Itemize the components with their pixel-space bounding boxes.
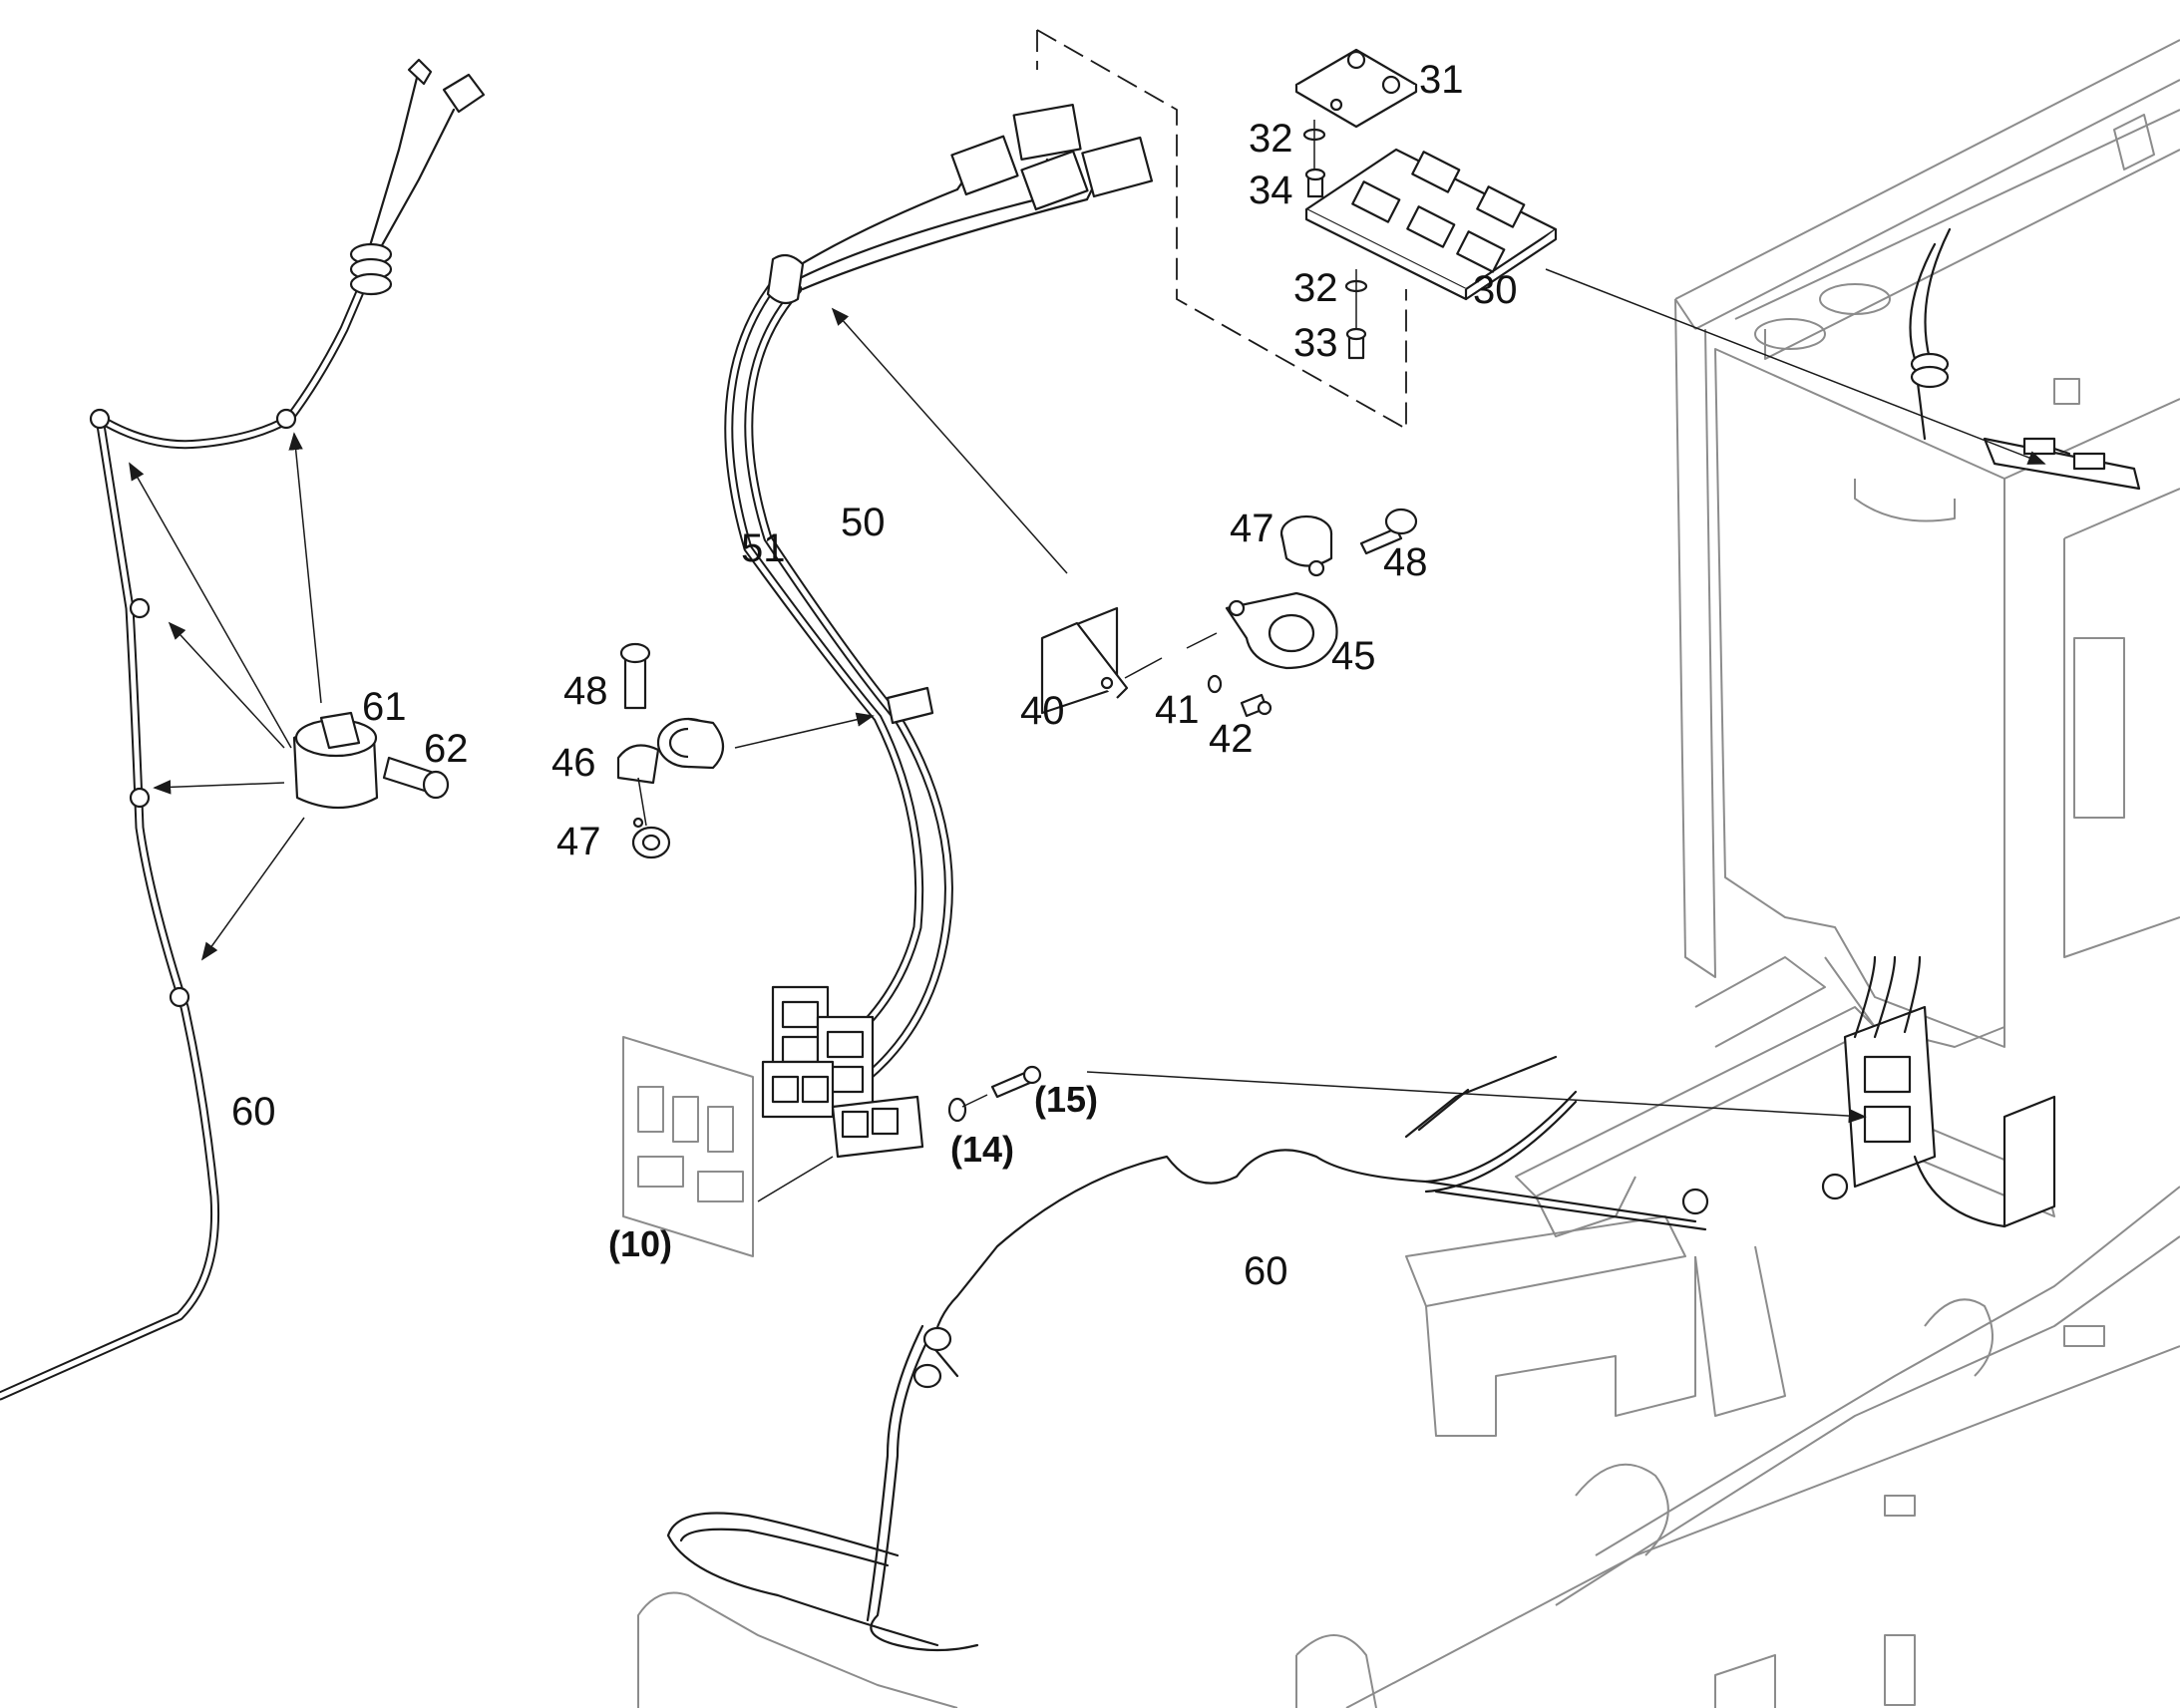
callout-40: 40 (1020, 689, 1065, 733)
callout-50: 50 (841, 501, 886, 544)
callout-32-upper: 32 (1249, 117, 1293, 161)
callout-labels: 31 32 34 32 30 33 50 51 47 48 45 40 41 4… (231, 58, 1518, 1293)
callout-42: 42 (1209, 717, 1254, 761)
clamp-47-upper (1279, 514, 1333, 577)
screw-62 (382, 756, 450, 800)
clamp-46 (616, 717, 725, 785)
washer-41-screw-42 (1207, 674, 1272, 718)
washers-and-screws-32-33-34 (1302, 120, 1368, 360)
callout-46: 46 (551, 741, 596, 785)
callout-45: 45 (1331, 634, 1376, 678)
washer-14-screw-15 (947, 1065, 1042, 1123)
callout-51: 51 (741, 526, 786, 570)
plate-assembly-outline (1036, 29, 1407, 431)
callout-32-lower: 32 (1293, 266, 1338, 310)
callout-15: (15) (1034, 1079, 1098, 1120)
main-harness-50-51 (724, 104, 1154, 1159)
callout-47-upper: 47 (1230, 507, 1274, 550)
callout-48-lower: 48 (563, 669, 608, 713)
cover-plate-31 (1294, 48, 1418, 129)
callout-60-main: 60 (1244, 1249, 1288, 1293)
cable-60-main (666, 1055, 1849, 1652)
callout-34: 34 (1249, 169, 1293, 212)
callout-47-lower: 47 (556, 820, 601, 863)
mounting-plate-30 (1304, 148, 1558, 301)
callout-41: 41 (1155, 688, 1200, 732)
clamp-61 (292, 711, 379, 810)
machine-frame (637, 39, 2180, 1708)
callout-31: 31 (1419, 58, 1464, 102)
screw-48-lower (619, 642, 651, 710)
leader-lines (129, 268, 2046, 1202)
cable-60-left (0, 58, 486, 1401)
clamp-47-lower (631, 817, 671, 859)
callout-62: 62 (424, 727, 469, 771)
installed-harness (1843, 227, 2141, 1228)
callout-10: (10) (608, 1223, 672, 1264)
callout-14: (14) (950, 1129, 1014, 1170)
callout-61: 61 (362, 685, 407, 729)
screw-48-upper (1359, 508, 1418, 555)
callout-60-left: 60 (231, 1090, 276, 1134)
callout-48-upper: 48 (1383, 540, 1428, 584)
clamp-45 (1225, 591, 1338, 670)
callout-33: 33 (1293, 321, 1338, 365)
callout-30: 30 (1473, 268, 1518, 312)
base-plate-10 (622, 1036, 754, 1257)
bracket-40 (1040, 606, 1129, 715)
